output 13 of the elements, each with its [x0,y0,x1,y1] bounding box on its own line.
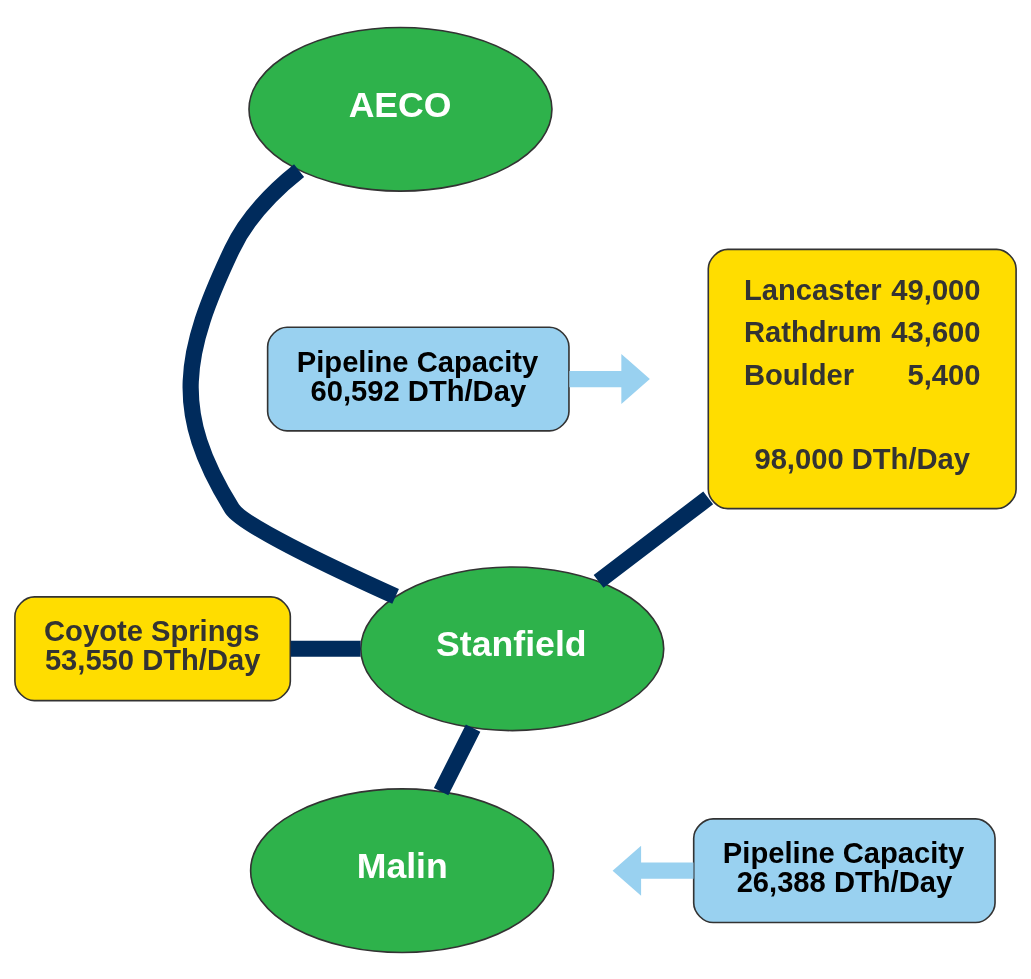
node-ellipse: Stanfield [360,565,665,731]
connector [433,723,481,795]
connector [291,640,361,657]
node-box: Coyote Springs 53,550 DTh/Day [14,595,292,701]
arrow [569,353,650,404]
node-box: Lancaster 49,000 Rathdrum 43,600 Boulder 5,400 98,000 DTh/Day [707,248,1017,509]
connector [182,163,399,604]
connector [593,490,714,588]
node-box: Pipeline Capacity 60,592 DTh/Day [266,325,570,432]
node-box: Pipeline Capacity 26,388 DTh/Day [692,817,996,923]
node-ellipse: Malin [249,787,555,953]
arrow [612,845,694,896]
node-ellipse: AECO [248,26,553,192]
